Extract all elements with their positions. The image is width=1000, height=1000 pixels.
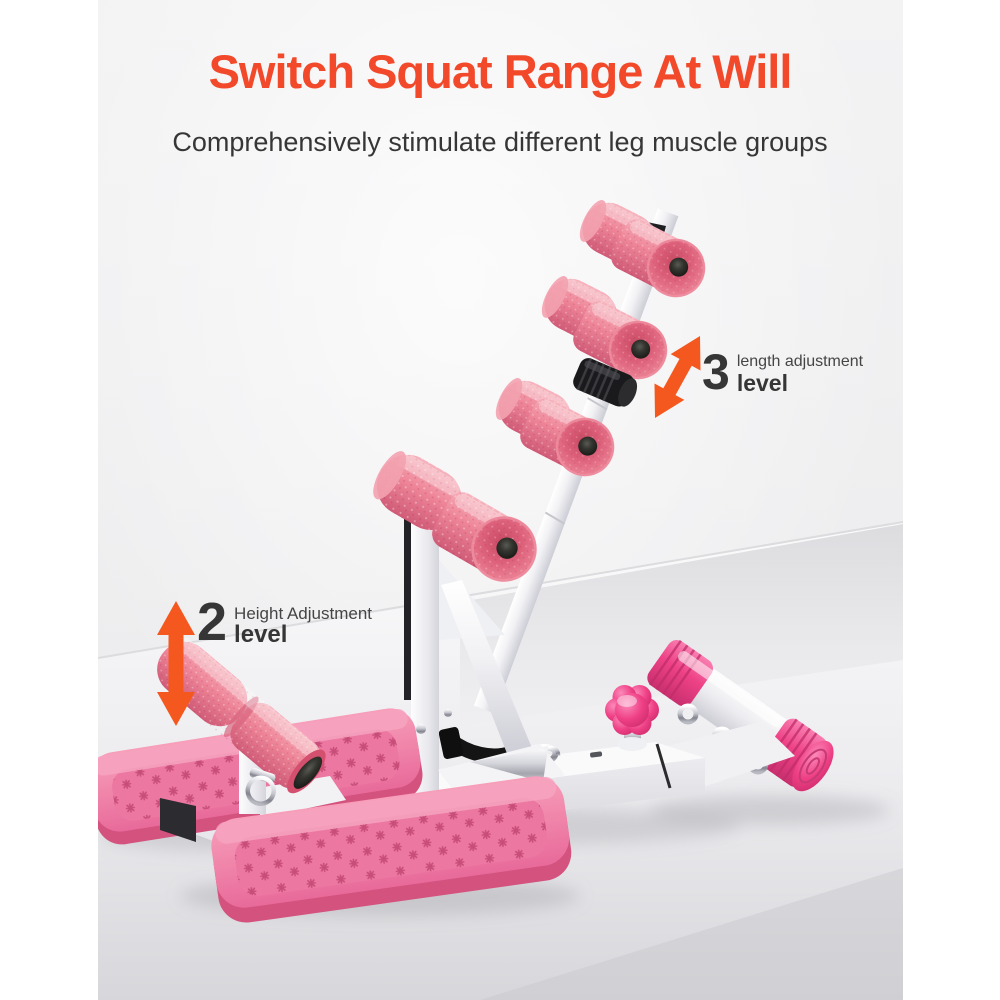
height-adjustment-unit: level [234, 621, 288, 649]
length-adjustment-label: length adjustment [736, 353, 864, 371]
headline: Switch Squat Range At Will [208, 45, 793, 98]
wall-floor-line [98, 521, 903, 659]
length-adjustment-unit: level [736, 370, 788, 397]
length-adjustment-arrow-icon [654, 336, 701, 418]
foot-plate-lower [211, 776, 572, 923]
beam-seam [655, 743, 672, 789]
pull-pin-ring [245, 767, 277, 807]
height-adjustment-label: Height Adjustment [234, 603, 373, 623]
height-adjustment-annotation: 2 Height Adjustment level [197, 592, 373, 652]
base-adjustment-knob [605, 685, 659, 751]
floor-dark-corner [480, 868, 903, 1000]
rail-lock-knob [573, 357, 638, 407]
tube-end-cap-face [792, 740, 834, 792]
floor-shade [460, 524, 903, 726]
height-level-count: 2 [197, 592, 227, 652]
subheadline: Comprehensively stimulate different leg … [172, 127, 828, 157]
length-adjustment-annotation: 3 length adjustment level [702, 344, 864, 400]
photo-backdrop [98, 0, 903, 1000]
height-adjustment-arrow-icon [157, 601, 195, 726]
squat-machine-illustration [98, 0, 903, 1000]
support-brace [441, 580, 532, 756]
length-level-count: 3 [702, 344, 730, 400]
